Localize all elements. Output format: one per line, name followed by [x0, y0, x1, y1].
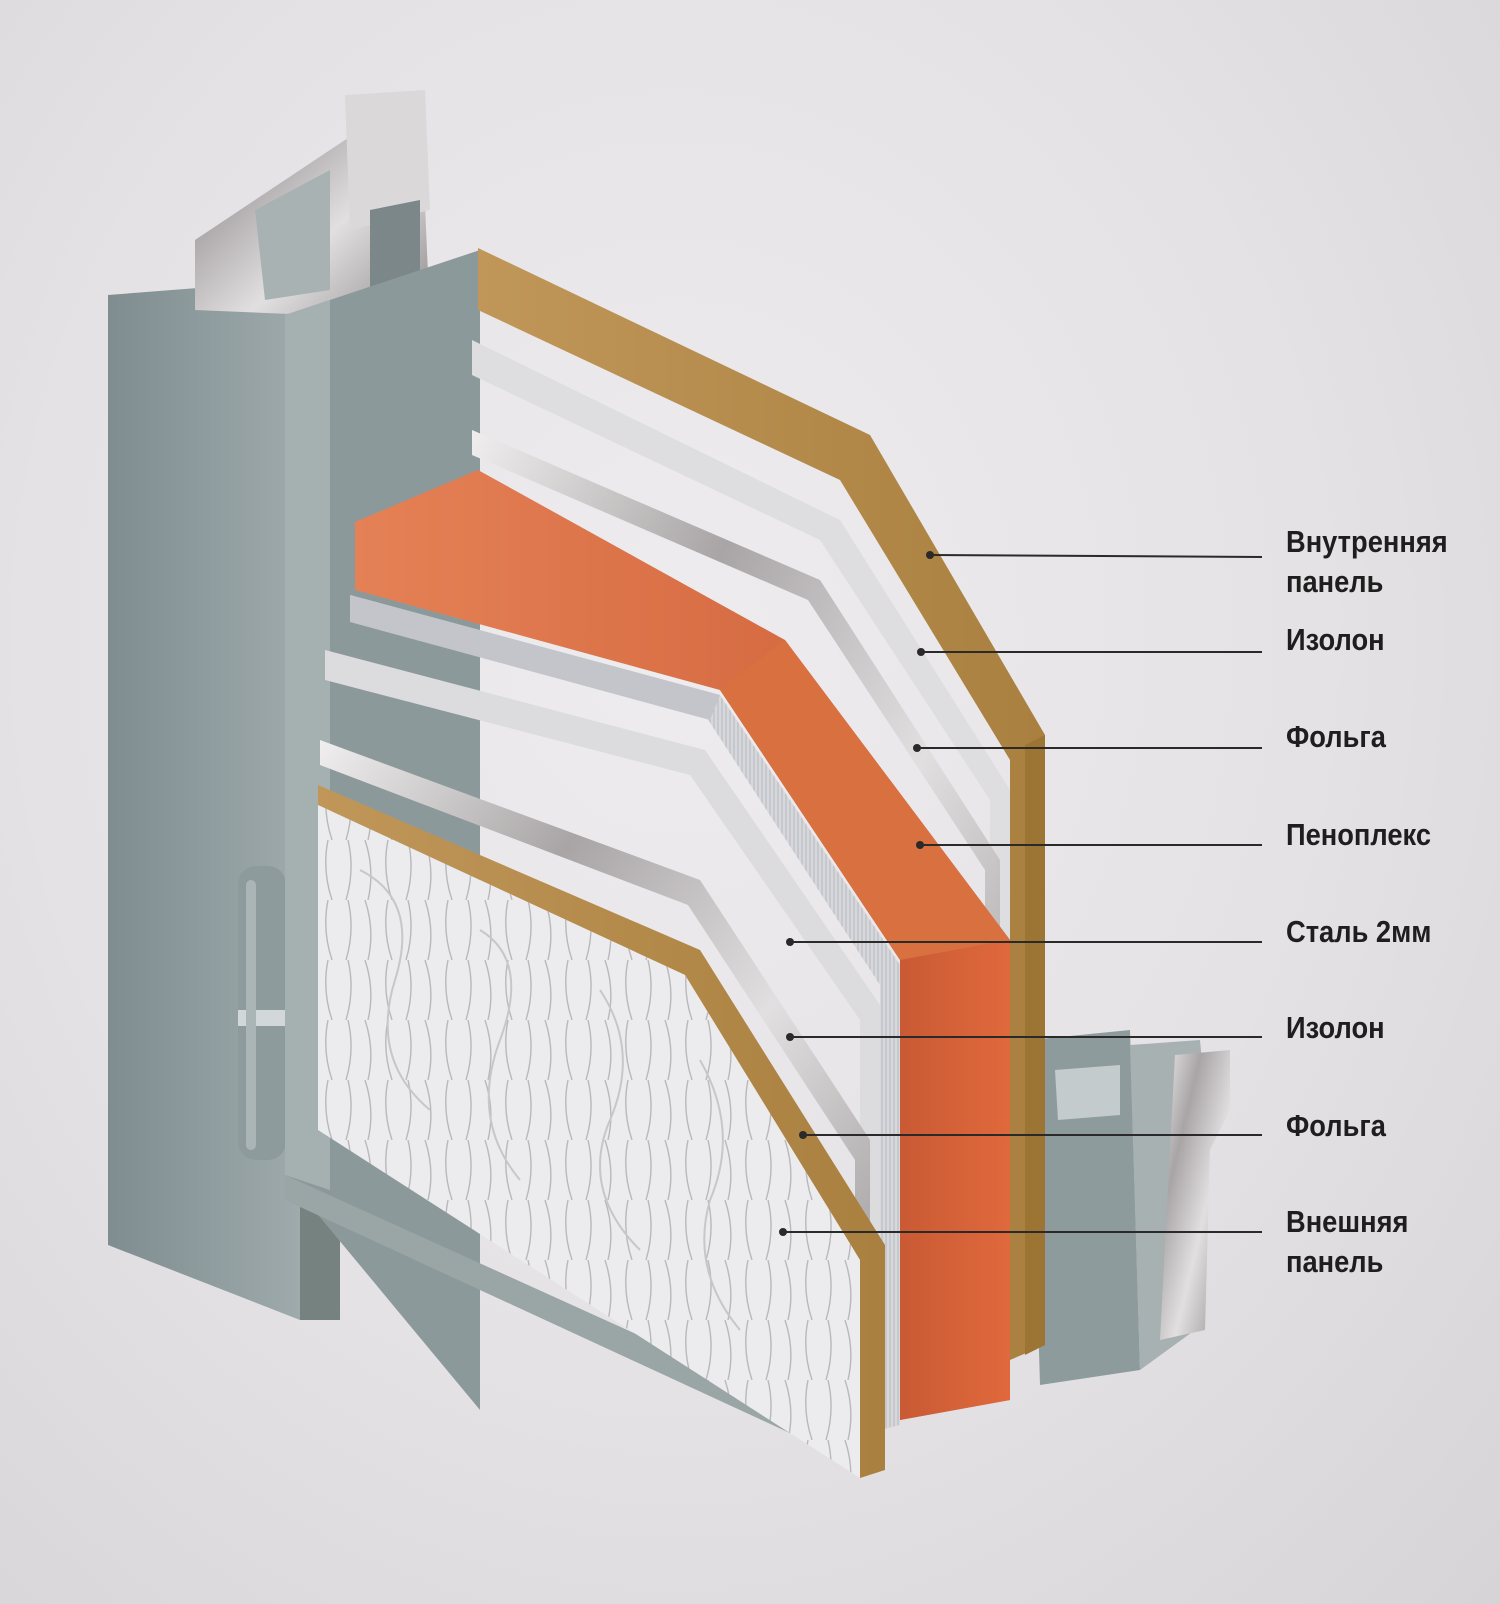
- leader-line-inner-panel: [929, 554, 1263, 558]
- label-izolon-outer: Изолон: [1286, 1010, 1385, 1045]
- leader-dot-izolon-outer: [786, 1033, 794, 1041]
- label-foil-inner: Фольга: [1286, 719, 1386, 754]
- leader-dot-penoplex: [916, 841, 924, 849]
- izolon-outer-layer: [325, 650, 880, 1435]
- foil-inner-layer: [472, 430, 1000, 1375]
- label-inner-panel: Внутренняя панель: [1286, 524, 1448, 599]
- leader-dot-izolon-inner: [917, 648, 925, 656]
- leader-dot-outer-panel: [779, 1228, 787, 1236]
- label-penoplex: Пеноплекс: [1286, 817, 1432, 852]
- leader-dot-foil-inner: [913, 744, 921, 752]
- penoplex-layer: [355, 470, 1010, 1420]
- steel-layer: [350, 595, 900, 1430]
- door-frame-right: [1030, 1030, 1230, 1385]
- izolon-inner-layer: [472, 340, 1010, 1370]
- outer-panel-layer: [318, 785, 885, 1478]
- leader-dot-foil-outer: [799, 1131, 807, 1139]
- callout-leaders: [779, 551, 1263, 1236]
- label-steel: Сталь 2мм: [1286, 914, 1432, 949]
- label-foil-outer: Фольга: [1286, 1108, 1386, 1143]
- leader-dot-inner-panel: [926, 551, 934, 559]
- inner-panel-layer: [478, 248, 1045, 1360]
- label-izolon-inner: Изолон: [1286, 622, 1385, 657]
- leader-dot-steel: [786, 938, 794, 946]
- label-outer-panel: Внешняя панель: [1286, 1204, 1409, 1279]
- hinge: [238, 866, 286, 1160]
